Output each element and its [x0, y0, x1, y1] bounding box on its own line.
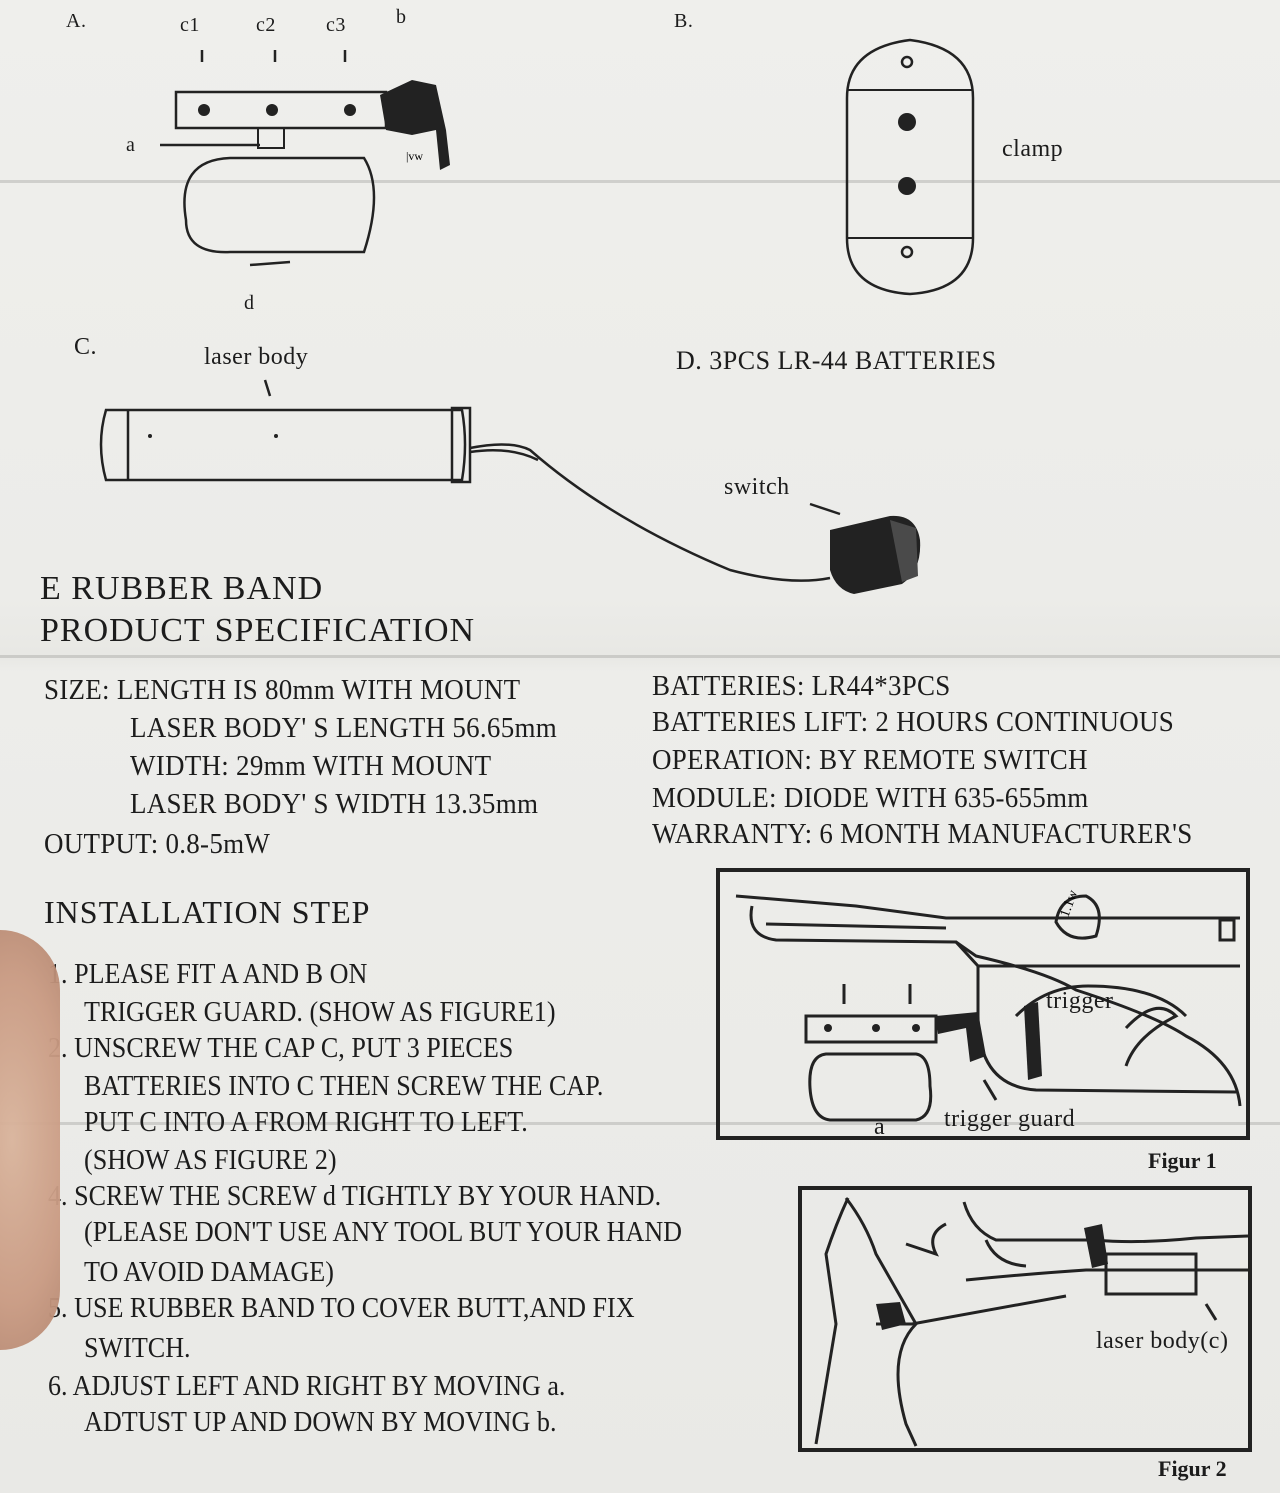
spec-laser-length: LASER BODY' S LENGTH 56.65mm [130, 712, 557, 744]
step-line: (SHOW AS FIGURE 2) [84, 1144, 337, 1176]
figure-a-label: A. [66, 10, 87, 32]
spec-output: OUTPUT: 0.8-5mW [44, 828, 271, 860]
callout-c3: c3 [326, 14, 346, 36]
clamp-drawing [845, 38, 975, 296]
paper-fold [0, 180, 1280, 183]
trigger-label: trigger [1046, 988, 1114, 1014]
spec-warranty: WARRANTY: 6 MONTH MANUFACTURER'S [652, 818, 1193, 850]
step-line: TO AVOID DAMAGE) [84, 1256, 334, 1288]
svg-text:|vw: |vw [406, 149, 423, 163]
figure-d-label: D. 3PCS LR-44 BATTERIES [676, 346, 997, 375]
figure-e-label: E RUBBER BAND [40, 570, 324, 607]
callout-b: b [396, 6, 407, 28]
step-line: 1. PLEASE FIT A AND B ON [48, 958, 368, 990]
clamp-label: clamp [1002, 136, 1064, 162]
laser-body-switch-drawing [99, 379, 921, 594]
step-line: PUT C INTO A FROM RIGHT TO LEFT. [84, 1106, 528, 1138]
step-line: (PLEASE DON'T USE ANY TOOL BUT YOUR HAND [84, 1216, 683, 1248]
callout-c1: c1 [180, 14, 200, 36]
spec-module: MODULE: DIODE WITH 635-655mm [652, 782, 1089, 814]
figure2-caption: Figur 2 [1158, 1456, 1227, 1481]
figure1-caption: Figur 1 [1148, 1148, 1217, 1173]
install-title: INSTALLATION STEP [44, 894, 371, 930]
spec-battery-life: BATTERIES LIFT: 2 HOURS CONTINUOUS [652, 706, 1175, 738]
figure2-laser-body-label: laser body(c) [1096, 1328, 1229, 1354]
switch-label: switch [724, 474, 790, 500]
step-line: 4. SCREW THE SCREW d TIGHTLY BY YOUR HAN… [48, 1180, 662, 1212]
thumb-holding-paper [0, 930, 60, 1350]
step-line: 5. USE RUBBER BAND TO COVER BUTT,AND FIX [48, 1292, 635, 1324]
step-line: ADTUST UP AND DOWN BY MOVING b. [84, 1406, 557, 1438]
paper-fold [0, 1122, 1280, 1125]
spec-laser-width: LASER BODY' S WIDTH 13.35mm [130, 788, 539, 820]
figure-b-label: B. [674, 10, 694, 32]
figure-c-label: C. [74, 334, 98, 360]
figure1-a-label: a [874, 1114, 886, 1140]
step-line: 6. ADJUST LEFT AND RIGHT BY MOVING a. [48, 1370, 566, 1402]
callout-c2: c2 [256, 14, 276, 36]
figure1-drawing: 1.1w [716, 868, 1250, 1140]
spec-operation: OPERATION: BY REMOTE SWITCH [652, 744, 1088, 776]
figure2-drawing [798, 1186, 1252, 1452]
paper-fold [0, 655, 1280, 658]
step-line: TRIGGER GUARD. (SHOW AS FIGURE1) [84, 996, 556, 1028]
spec-size: SIZE: LENGTH IS 80mm WITH MOUNT [44, 674, 521, 706]
spec-width: WIDTH: 29mm WITH MOUNT [130, 750, 492, 782]
callout-d: d [244, 292, 255, 314]
callout-a: a [126, 134, 136, 156]
step-line: BATTERIES INTO C THEN SCREW THE CAP. [84, 1070, 604, 1102]
spec-batteries: BATTERIES: LR44*3PCS [652, 670, 951, 702]
mount-assembly-drawing: |vw [160, 50, 450, 267]
trigger-guard-label: trigger guard [944, 1106, 1076, 1132]
step-line: SWITCH. [84, 1332, 191, 1364]
spec-title: PRODUCT SPECIFICATION [40, 612, 476, 649]
laser-body-label: laser body [204, 344, 309, 370]
svg-text:1.1w: 1.1w [1058, 887, 1082, 919]
step-line: 2. UNSCREW THE CAP C, PUT 3 PIECES [48, 1032, 514, 1064]
